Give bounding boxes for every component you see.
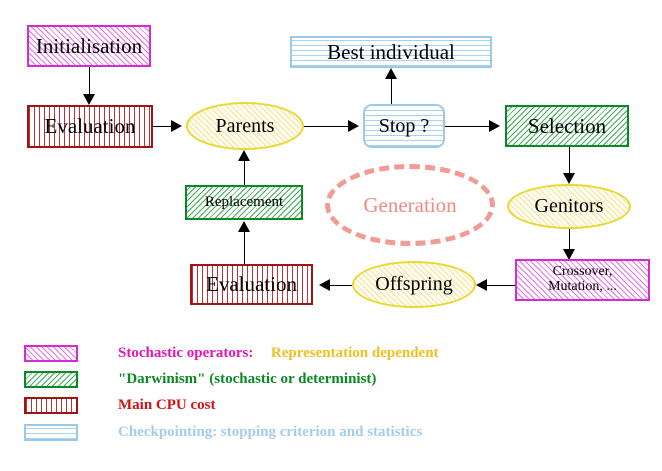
edge-offspring-evaluation-arrowhead — [319, 279, 330, 291]
edge-crossover-offspring — [487, 285, 515, 286]
edge-evaluation-replacement-arrowhead — [238, 221, 250, 232]
node-selection: Selection — [505, 105, 629, 147]
edge-selection-genitors-arrowhead — [563, 173, 575, 184]
edge-initialisation-evaluation — [89, 67, 90, 96]
node-initialisation: Initialisation — [27, 25, 151, 67]
edge-stop-best-individual — [391, 78, 392, 106]
edge-stop-selection — [445, 126, 489, 127]
edge-evaluation-replacement — [244, 231, 245, 264]
legend-swatch-darwinism — [24, 371, 78, 388]
node-evaluation-top-label: Evaluation — [44, 114, 136, 139]
edge-stop-best-individual-arrowhead — [385, 68, 397, 79]
edge-crossover-offspring-arrowhead — [476, 279, 487, 291]
node-best-individual-label: Best individual — [327, 39, 455, 64]
node-replacement-label: Replacement — [204, 193, 284, 210]
edge-genitors-crossover — [569, 229, 570, 251]
node-evaluation-bottom-label: Evaluation — [206, 272, 297, 297]
edge-evaluation-parents — [153, 126, 173, 127]
legend-label-cpu-cost: Main CPU cost — [118, 397, 216, 413]
node-best-individual: Best individual — [290, 36, 492, 68]
node-offspring: Offspring — [352, 261, 476, 308]
edge-evaluation-parents-arrowhead — [171, 120, 182, 132]
legend-label-checkpointing: Checkpointing: stopping criterion and st… — [118, 424, 423, 440]
node-generation-label: Generation — [363, 192, 457, 217]
node-genitors-label: Genitors — [534, 195, 604, 217]
node-selection-label: Selection — [527, 113, 607, 138]
legend-swatch-cpu-cost — [24, 397, 78, 414]
legend-swatch-checkpointing — [24, 424, 78, 441]
legend-label-darwinism: "Darwinism" (stochastic or determinist) — [118, 371, 377, 387]
edge-parents-stop-arrowhead — [348, 120, 359, 132]
node-offspring-label: Offspring — [375, 273, 453, 295]
node-replacement: Replacement — [185, 185, 303, 220]
edge-replacement-parents — [244, 160, 245, 185]
legend-swatch-stochastic — [24, 345, 78, 362]
node-crossover-line2: Mutation, ... — [548, 279, 617, 294]
node-genitors: Genitors — [507, 184, 631, 229]
edge-parents-stop — [304, 126, 348, 127]
node-parents-label: Parents — [215, 114, 275, 137]
edge-selection-genitors — [569, 147, 570, 177]
node-crossover-line1: Crossover, — [552, 264, 613, 280]
edge-genitors-crossover-arrowhead — [563, 249, 575, 260]
node-generation: Generation — [325, 164, 495, 246]
node-stop: Stop ? — [363, 104, 445, 148]
edge-offspring-evaluation — [330, 285, 352, 286]
node-stop-label: Stop ? — [378, 114, 430, 137]
edge-stop-selection-arrowhead — [489, 120, 500, 132]
node-evaluation-bottom: Evaluation — [190, 264, 313, 305]
node-evaluation-top: Evaluation — [27, 105, 153, 148]
legend-label-stochastic: Stochastic operators: Representation dep… — [118, 345, 439, 362]
node-initialisation-label: Initialisation — [35, 33, 143, 58]
edge-replacement-parents-arrowhead — [238, 150, 250, 161]
node-parents: Parents — [186, 102, 304, 150]
legend-label-stochastic-part1: Stochastic operators: — [118, 345, 254, 361]
legend-label-stochastic-part2: Representation dependent — [270, 345, 439, 361]
edge-initialisation-evaluation-arrowhead — [83, 94, 95, 105]
node-crossover-mutation: Crossover, Mutation, ... — [515, 259, 650, 301]
